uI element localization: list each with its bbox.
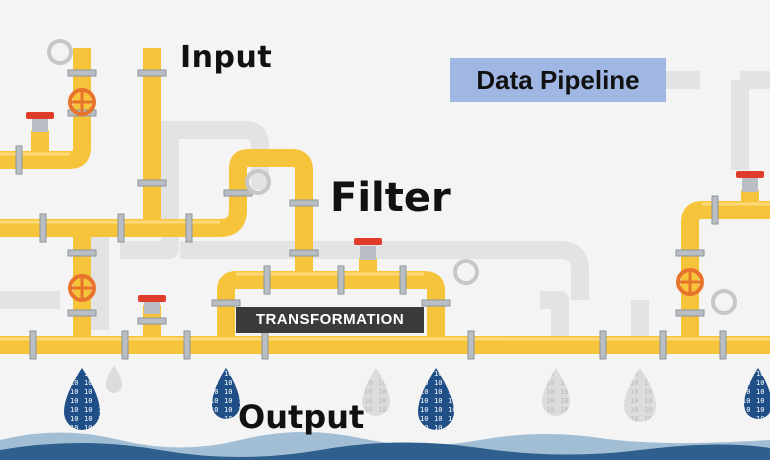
grey-drop-icon <box>106 365 656 422</box>
background-pipes <box>0 71 770 345</box>
pipe-flanges <box>15 69 727 360</box>
binary-drop-icon <box>64 368 100 430</box>
valve-wheel-icon <box>68 88 96 116</box>
transformation-label: TRANSFORMATION <box>236 307 424 333</box>
binary-drops <box>64 365 770 430</box>
valve-handle-icon <box>736 171 764 192</box>
valve-handle-icon <box>354 238 382 260</box>
binary-drop-icon <box>212 368 240 419</box>
page-title: Data Pipeline <box>450 58 666 102</box>
valve-wheel-icon <box>676 268 704 296</box>
valve-icons <box>26 39 764 315</box>
valve-handle-icon <box>26 112 54 132</box>
water-waves <box>0 431 770 460</box>
binary-drop-icon <box>418 368 454 430</box>
output-label: Output <box>238 398 365 436</box>
valve-wheel-icon <box>68 274 96 302</box>
grey-valve-icon <box>47 39 737 315</box>
input-label: Input <box>180 40 273 75</box>
valve-handle-icon <box>138 295 166 314</box>
filter-label: Filter <box>330 175 451 221</box>
binary-drop-icon <box>744 368 770 419</box>
